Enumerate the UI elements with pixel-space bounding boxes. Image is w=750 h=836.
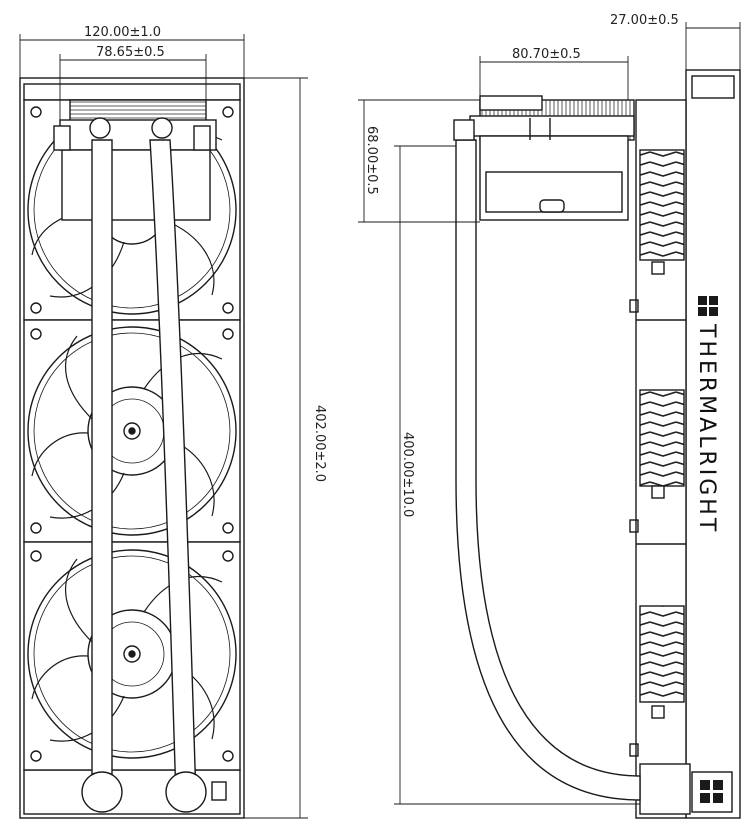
- screw-icon: [222, 106, 234, 118]
- screw-icon: [222, 550, 234, 562]
- tube-side: [455, 139, 641, 801]
- dim-pump-width: 80.70±0.5: [512, 47, 581, 62]
- brand-logo-icon: [698, 296, 718, 316]
- screw-icon: [222, 522, 234, 534]
- front-dimensions: [19, 34, 308, 819]
- tubes-front: [81, 139, 227, 813]
- side-dimensions: [358, 22, 741, 805]
- screw-icon: [222, 302, 234, 314]
- side-view: [453, 69, 741, 819]
- dim-pump-height: 68.00±0.5: [364, 126, 379, 195]
- screw-icon: [30, 750, 42, 762]
- screw-icon: [30, 106, 42, 118]
- fan-3: [23, 541, 241, 771]
- pump-side: [469, 95, 635, 221]
- logo-icon: [700, 780, 723, 803]
- screw-icon: [222, 750, 234, 762]
- connector-icon: [211, 781, 227, 801]
- dim-front-height: 402.00±2.0: [312, 405, 327, 482]
- brand-name: THERMALRIGHT: [694, 323, 719, 534]
- usb-c-port-icon: [539, 199, 565, 213]
- fan-2: [23, 319, 241, 543]
- pump-front: [53, 99, 217, 221]
- bottom-tank: [23, 769, 241, 815]
- front-view: [19, 77, 245, 819]
- dim-side-depth: 27.00±0.5: [610, 13, 679, 28]
- top-tank: [23, 83, 241, 101]
- screw-icon: [30, 550, 42, 562]
- dim-tube-spacing: 78.65±0.5: [96, 45, 165, 60]
- logo-box: [691, 771, 733, 813]
- dim-front-width: 120.00±1.0: [84, 25, 161, 40]
- screw-icon: [30, 302, 42, 314]
- dim-tube-length: 400.00±10.0: [400, 432, 415, 517]
- screw-icon: [30, 522, 42, 534]
- screw-icon: [30, 328, 42, 340]
- screw-icon: [222, 328, 234, 340]
